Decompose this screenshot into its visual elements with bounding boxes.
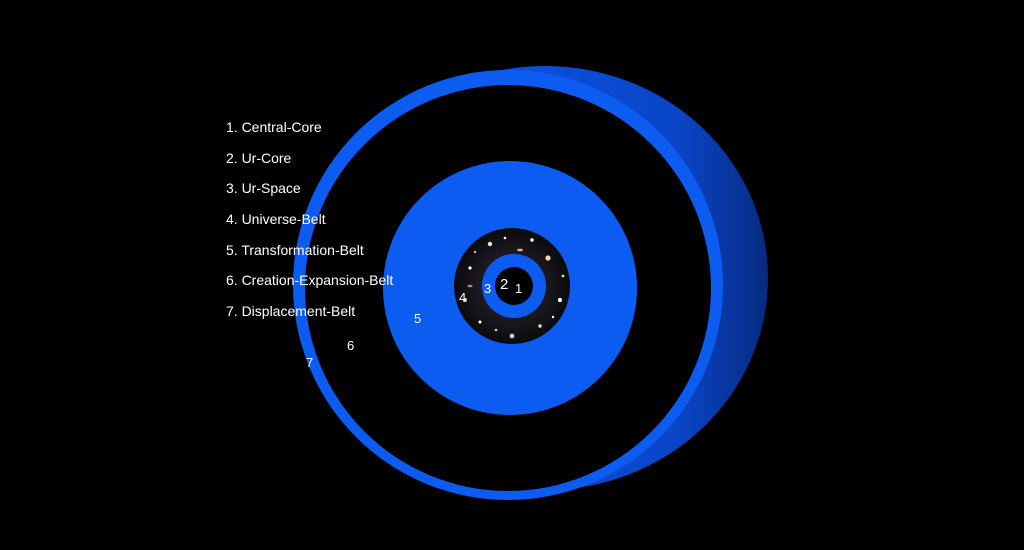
label-ur-space: 3 — [484, 281, 491, 296]
label-universe-belt: 4 — [459, 290, 466, 305]
label-ur-core: 2 — [500, 276, 508, 293]
legend-item-central-core: 1. Central-Core — [226, 119, 322, 135]
starfield-image — [463, 236, 565, 339]
label-creation-expansion-belt: 6 — [347, 338, 354, 353]
legend: 1. Central-Core 2. Ur-Core 3. Ur-Space 4… — [226, 118, 393, 333]
legend-item-universe-belt: 4. Universe-Belt — [226, 211, 326, 228]
legend-item-ur-space: 3. Ur-Space — [226, 180, 301, 197]
legend-item-displacement-belt: 7. Displacement-Belt — [226, 303, 356, 320]
label-central-core: 1 — [515, 281, 522, 296]
label-displacement-belt: 7 — [306, 355, 313, 370]
central-core — [512, 283, 520, 291]
legend-item-ur-core: 2. Ur-Core — [226, 149, 292, 166]
legend-item-transformation-belt: 5. Transformation-Belt — [226, 241, 364, 258]
label-transformation-belt: 5 — [414, 311, 421, 326]
legend-item-creation-expansion-belt: 6. Creation-Expansion-Belt — [226, 272, 394, 289]
